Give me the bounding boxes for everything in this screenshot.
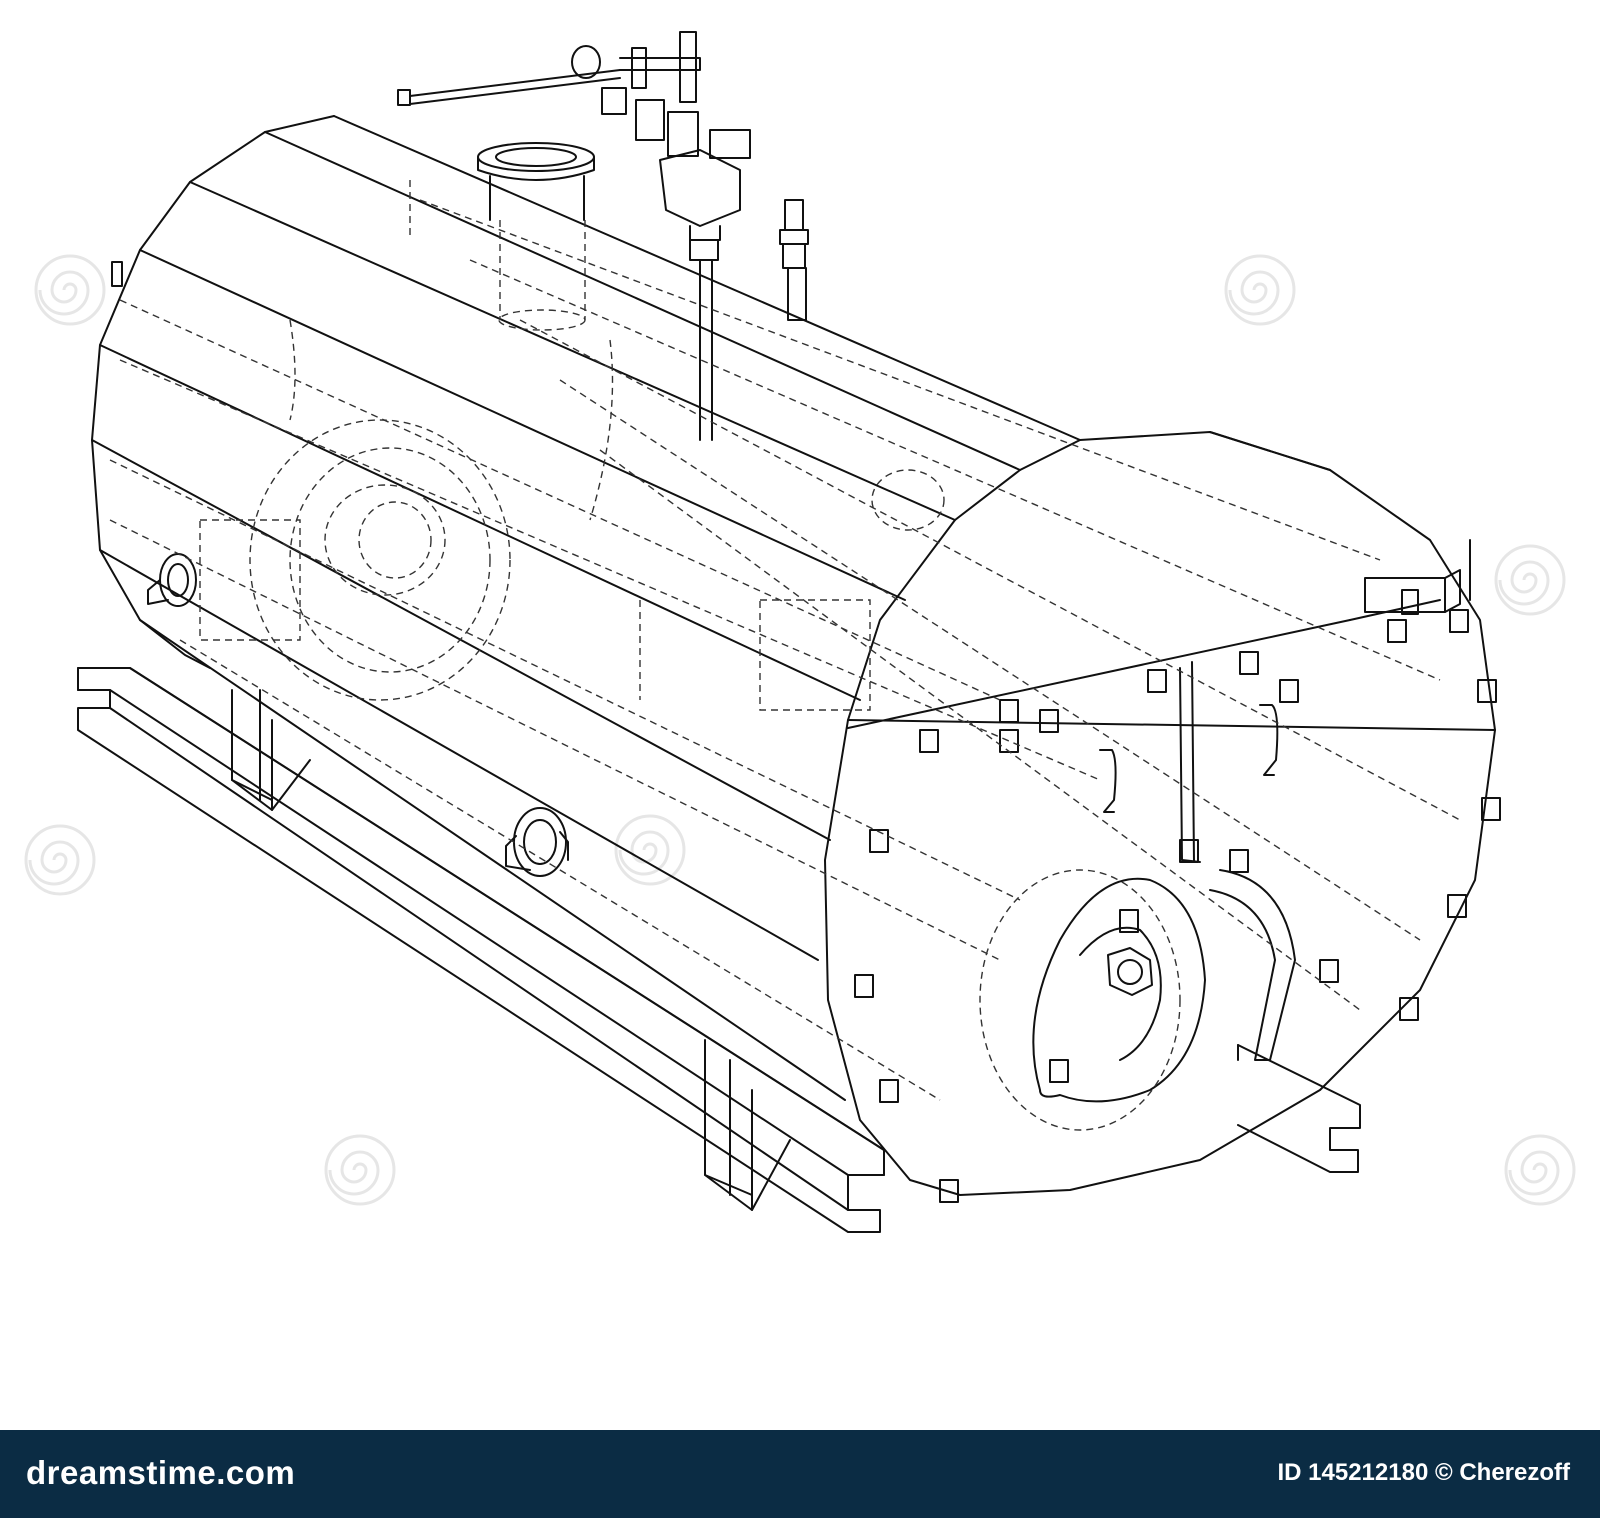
top-valve-assembly — [397, 31, 751, 441]
front-top-bracket — [1364, 539, 1471, 615]
base-rail-right — [1237, 1044, 1361, 1173]
brand-logo-text[interactable]: dreamstime.com — [26, 1454, 296, 1491]
watermark-spiral-icon — [324, 1134, 396, 1206]
front-door-frame — [847, 599, 1441, 863]
boiler-shell — [91, 115, 1496, 1196]
base-rail-left — [77, 667, 885, 1233]
stock-footer-bar: dreamstime.com ID 145212180 © Cherezoff — [0, 1430, 1600, 1518]
watermark-spiral-icon — [1494, 544, 1566, 616]
top-small-nozzle — [779, 199, 809, 321]
door-handle-right — [1259, 704, 1279, 776]
top-manway-nozzle — [477, 142, 595, 221]
watermark-spiral-icon — [34, 254, 106, 326]
support-leg-rear — [231, 689, 311, 811]
door-handle-left — [1099, 749, 1117, 813]
burner-port — [1032, 869, 1296, 1103]
watermark-spiral-icon — [1504, 1134, 1576, 1206]
boiler-wireframe-drawing — [77, 31, 1501, 1233]
side-nozzle-rear — [147, 553, 197, 607]
image-credit: ID 145212180 © Cherezoff — [1278, 1446, 1571, 1500]
hidden-lines — [109, 180, 1461, 1131]
copyright-symbol: © — [1434, 1459, 1453, 1486]
watermark-spiral-icon — [614, 814, 686, 886]
support-leg-front — [704, 1039, 791, 1211]
clamp-tabs — [111, 261, 1501, 1203]
side-nozzle-front — [505, 807, 569, 877]
image-id: ID 145212180 — [1277, 1459, 1429, 1486]
watermark-spiral-icon — [24, 824, 96, 896]
author-name[interactable]: Cherezoff — [1459, 1459, 1570, 1486]
watermark-spiral-icon — [1224, 254, 1296, 326]
